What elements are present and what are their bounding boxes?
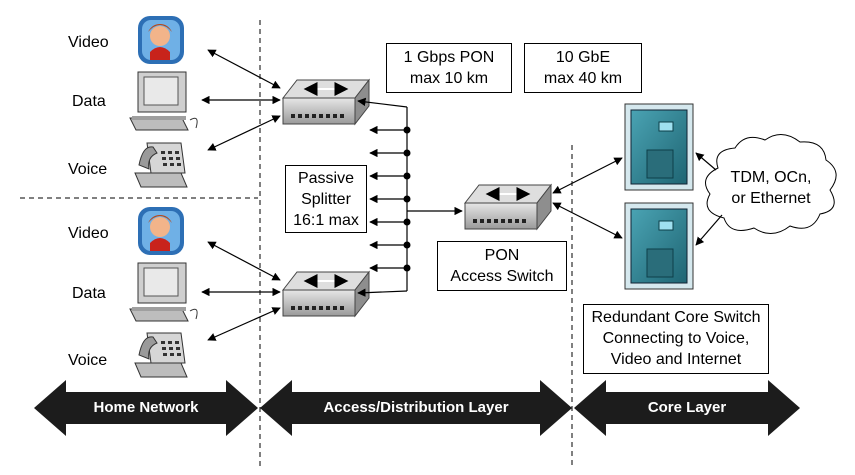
- computer-icon: [129, 71, 198, 131]
- core-switch-top: [624, 103, 694, 191]
- dividers: [20, 20, 573, 468]
- core-desc-line2: Connecting to Voice,: [602, 330, 750, 347]
- layer-band-access: [260, 380, 572, 436]
- video-icon: [138, 207, 184, 255]
- computer-icon: [129, 262, 198, 322]
- data-label: Data: [72, 93, 106, 110]
- gbe-spec-box: 10 GbE max 40 km: [524, 43, 642, 93]
- access-switch-label-box: PON Access Switch: [437, 241, 567, 291]
- video-icon: [138, 16, 184, 64]
- layer-label-core: Core Layer: [647, 399, 727, 416]
- home-switch-top: [281, 78, 371, 126]
- pon-spec-line1: 1 Gbps PON: [403, 49, 495, 66]
- core-switch-bottom: [624, 202, 694, 290]
- cloud-line1: TDM, OCn,: [730, 169, 812, 186]
- core-description-box: Redundant Core Switch Connecting to Voic…: [583, 304, 769, 374]
- pon-access-switch: [463, 183, 553, 231]
- video-label: Video: [68, 225, 109, 242]
- layer-label-access: Access/Distribution Layer: [323, 399, 509, 416]
- access-switch-line1: PON: [484, 247, 520, 264]
- cloud-label: TDM, OCn, or Ethernet: [716, 167, 826, 209]
- core-desc-line3: Video and Internet: [610, 351, 742, 368]
- splitter-nodes: [403, 126, 411, 272]
- layer-band-core: [574, 380, 800, 436]
- splitter-tree: [357, 97, 463, 297]
- data-label: Data: [72, 285, 106, 302]
- layer-band-home: [34, 380, 258, 436]
- core-desc-line1: Redundant Core Switch: [591, 309, 761, 326]
- splitter-line2: Splitter: [301, 191, 351, 208]
- splitter-line1: Passive: [297, 170, 355, 187]
- voice-label: Voice: [68, 161, 108, 178]
- video-label: Video: [68, 34, 109, 51]
- voice-label: Voice: [68, 352, 108, 369]
- cloud-line2: or Ethernet: [731, 190, 811, 207]
- layer-label-home: Home Network: [93, 399, 199, 416]
- pon-spec-box: 1 Gbps PON max 10 km: [386, 43, 512, 93]
- gbe-spec-line1: 10 GbE: [555, 49, 611, 66]
- pon-spec-line2: max 10 km: [409, 70, 489, 87]
- core-links: [552, 152, 723, 246]
- splitter-line3: 16:1 max: [293, 212, 359, 229]
- home-switch-bottom: [281, 270, 371, 318]
- home-links: [201, 49, 281, 341]
- gbe-spec-line2: max 40 km: [543, 70, 623, 87]
- phone-icon: [134, 142, 188, 188]
- access-switch-line2: Access Switch: [450, 268, 554, 285]
- phone-icon: [134, 332, 188, 378]
- splitter-box: Passive Splitter 16:1 max: [285, 165, 367, 233]
